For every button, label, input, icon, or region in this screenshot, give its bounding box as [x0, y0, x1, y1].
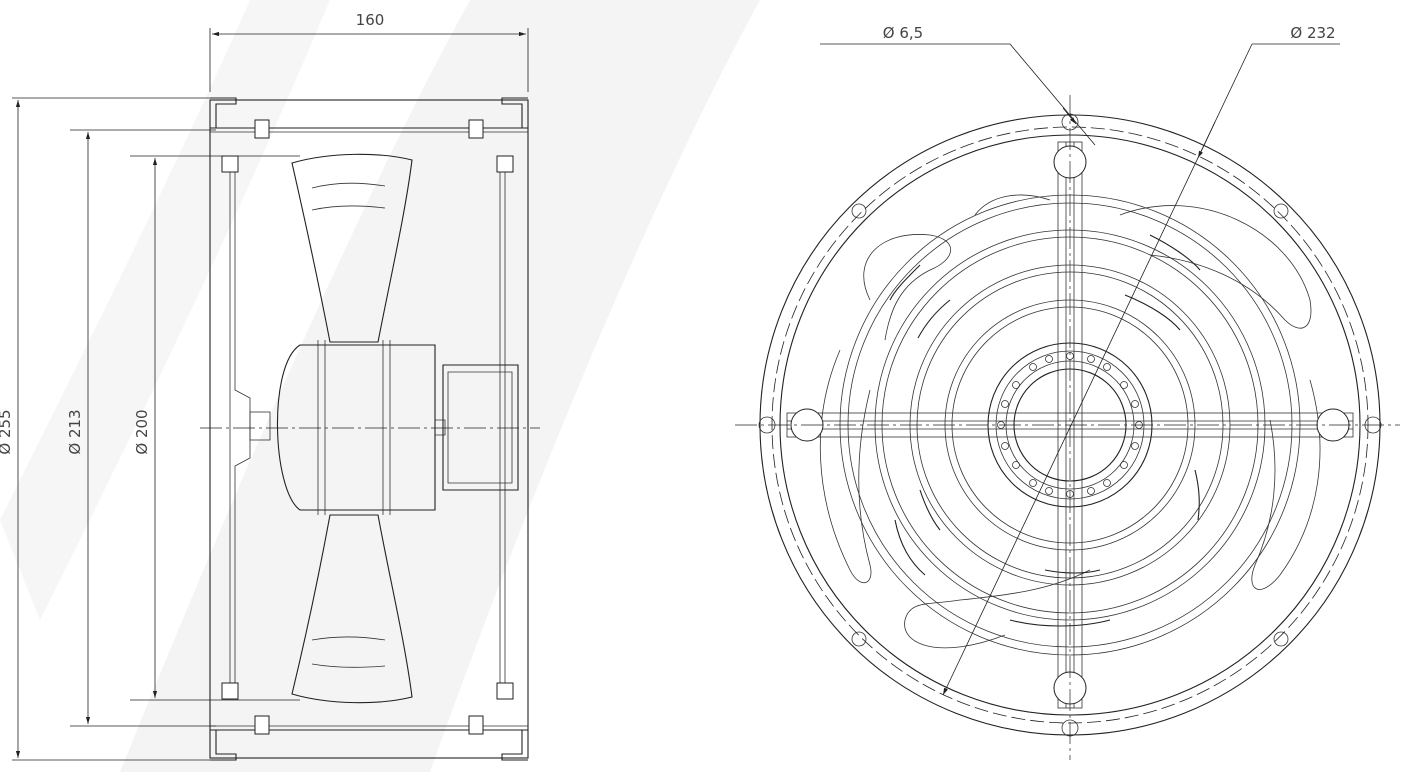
dia-blade-label: Ø 200 — [133, 409, 151, 454]
watermark-swoosh — [120, 0, 760, 772]
side-dimensions — [12, 28, 529, 761]
side-blades — [291, 153, 413, 704]
dia-inner-label: Ø 213 — [66, 409, 84, 454]
width-label: 160 — [356, 11, 385, 29]
front-flange-holes — [758, 113, 1382, 737]
dia-frame-label: Ø 255 — [0, 409, 14, 454]
side-view: 160 Ø 255 Ø 213 Ø 200 — [0, 11, 540, 761]
side-bolts — [221, 119, 514, 735]
front-view: Ø 6,5 Ø 232 — [735, 24, 1400, 760]
bolt-circle-label: Ø 232 — [1290, 24, 1335, 42]
side-motor — [249, 340, 519, 515]
hole-dia-label: Ø 6,5 — [883, 24, 923, 42]
front-blade-silhouettes — [819, 194, 1321, 649]
front-dimensions — [820, 43, 1340, 696]
